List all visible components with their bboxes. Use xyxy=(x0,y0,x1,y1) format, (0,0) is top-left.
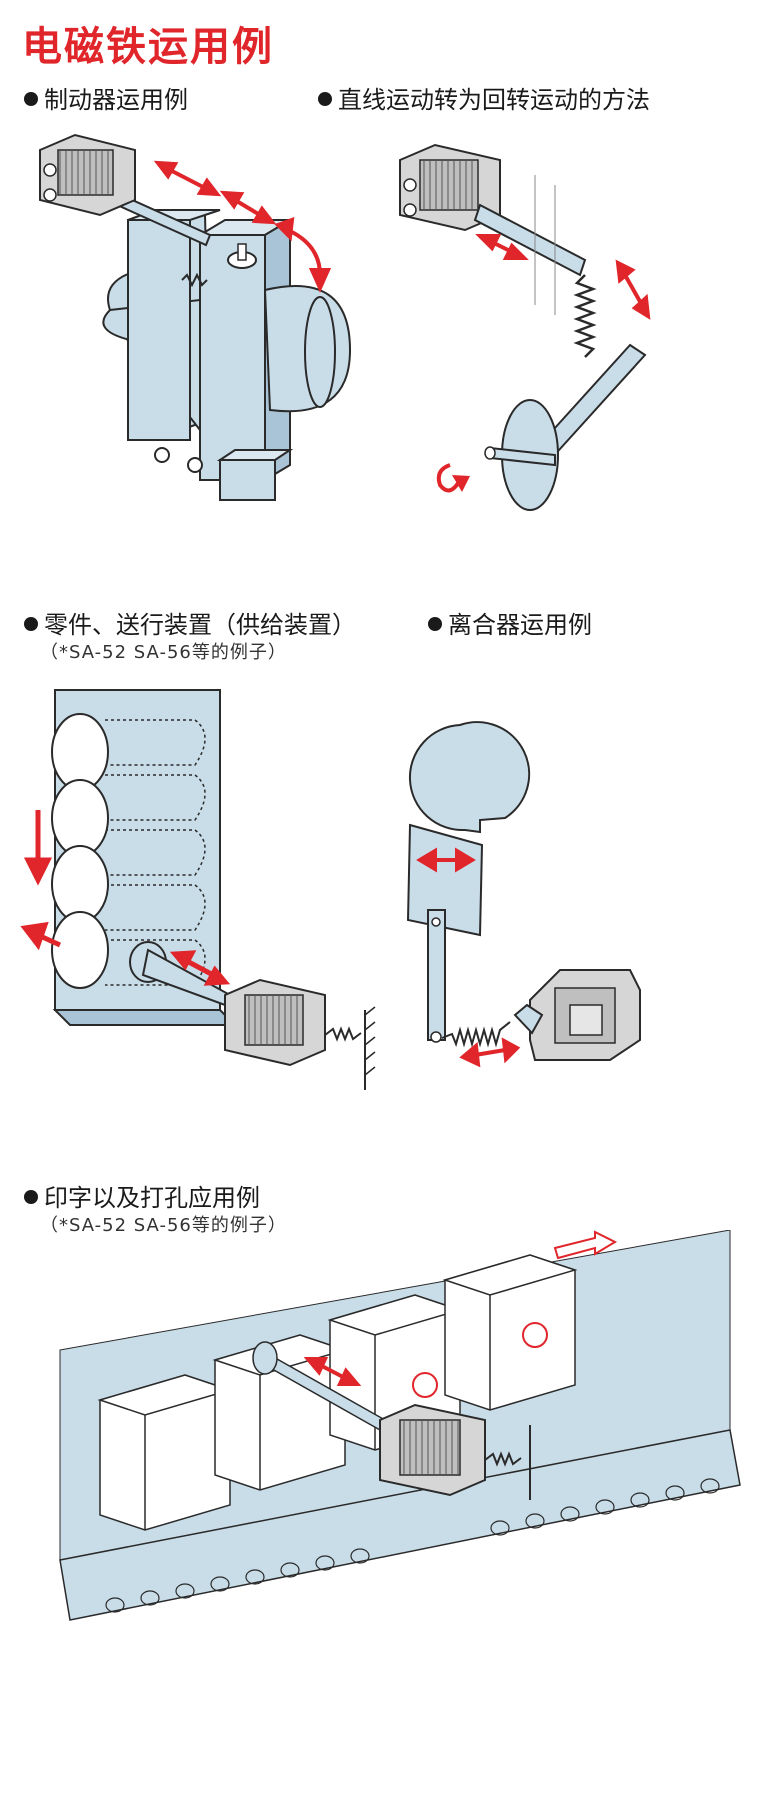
section-feeder-title: 零件、送行装置（供给装置） xyxy=(44,611,356,639)
spring-icon xyxy=(573,274,597,358)
brake-illustration xyxy=(20,120,380,540)
motion-arrow-icon xyxy=(303,1357,362,1386)
bullet-icon xyxy=(428,617,442,631)
rotary-illustration xyxy=(380,130,760,560)
section-feeder-note: （*SA-52 SA-56等的例子） xyxy=(40,642,287,663)
section-rotary-heading: 直线运动转为回转运动的方法 xyxy=(318,80,650,115)
solenoid-icon xyxy=(224,978,362,1067)
section-printing-title: 印字以及打孔应用例 xyxy=(44,1184,260,1212)
solenoid-icon xyxy=(379,1403,522,1497)
motion-arrow-icon xyxy=(475,234,651,320)
section-clutch-heading: 离合器运用例 xyxy=(428,605,592,640)
section-brake-heading: 制动器运用例 xyxy=(24,80,188,115)
clutch-illustration xyxy=(360,700,760,1100)
motion-arrow-icon xyxy=(553,1230,618,1260)
section-feeder-heading: 零件、送行装置（供给装置） xyxy=(24,605,356,640)
spring-icon xyxy=(441,1021,511,1048)
rotation-arrow-icon xyxy=(436,463,470,493)
section-printing-heading: 印字以及打孔应用例 xyxy=(24,1178,260,1213)
bullet-icon xyxy=(24,617,38,631)
section-printing-note: （*SA-52 SA-56等的例子） xyxy=(40,1215,287,1236)
feeder-illustration xyxy=(20,680,400,1100)
motion-arrow-icon xyxy=(20,810,231,986)
solenoid-icon xyxy=(513,969,641,1061)
page-title: 电磁铁运用例 xyxy=(22,24,274,70)
bullet-icon xyxy=(24,92,38,106)
bullet-icon xyxy=(24,1190,38,1204)
motion-arrow-icon xyxy=(416,847,521,1068)
solenoid-icon xyxy=(399,143,501,232)
solenoid-icon xyxy=(39,133,136,217)
stamp-icon xyxy=(412,1322,548,1398)
section-rotary-title: 直线运动转为回转运动的方法 xyxy=(338,86,650,114)
printing-illustration xyxy=(40,1230,760,1790)
section-clutch-title: 离合器运用例 xyxy=(448,611,592,639)
section-brake-title: 制动器运用例 xyxy=(44,86,188,114)
motion-arrow-icon xyxy=(153,160,332,293)
bullet-icon xyxy=(318,92,332,106)
